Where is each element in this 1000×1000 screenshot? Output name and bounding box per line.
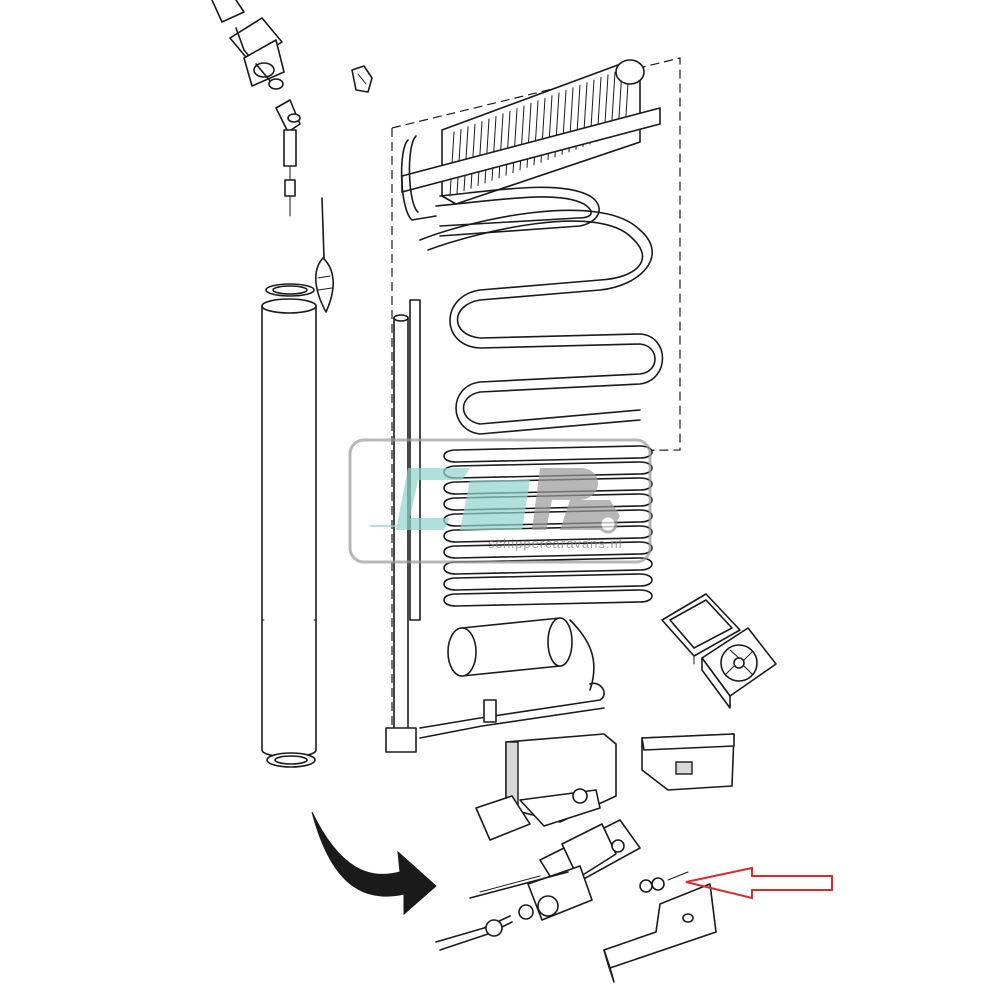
absorber-coil-loop <box>443 573 653 591</box>
flue-top-fitting <box>211 0 285 90</box>
watermark-text: schippercaravans.nl <box>488 536 623 551</box>
clip-part <box>351 65 373 93</box>
fan-icon <box>701 627 777 709</box>
burner-housing <box>475 733 617 841</box>
watermark-logo: schippercaravans.nl <box>348 438 652 564</box>
curved-arrow-icon <box>311 811 437 916</box>
gas-burner-assembly <box>435 819 641 951</box>
condenser-fin <box>484 118 490 184</box>
burner-shield <box>641 733 735 791</box>
mounting-plate <box>603 883 717 983</box>
absorber-coil-loop <box>443 445 653 463</box>
reservoir-vessel <box>419 617 605 739</box>
condenser-fin <box>477 121 483 187</box>
baffle-rod <box>275 99 301 217</box>
flue-tube <box>261 283 317 768</box>
condenser-fin <box>470 123 476 189</box>
nozzle-nut <box>639 871 689 893</box>
condenser-fin <box>498 113 504 179</box>
evaporator-coils <box>400 135 664 435</box>
fan-bracket <box>661 593 741 665</box>
absorber-coil-loop <box>443 557 653 575</box>
condenser <box>401 59 661 205</box>
condenser-fin <box>491 115 497 181</box>
spiral-baffle <box>315 197 334 313</box>
absorber-coil-loop <box>443 589 653 607</box>
red-callout-arrow-icon <box>685 866 833 900</box>
